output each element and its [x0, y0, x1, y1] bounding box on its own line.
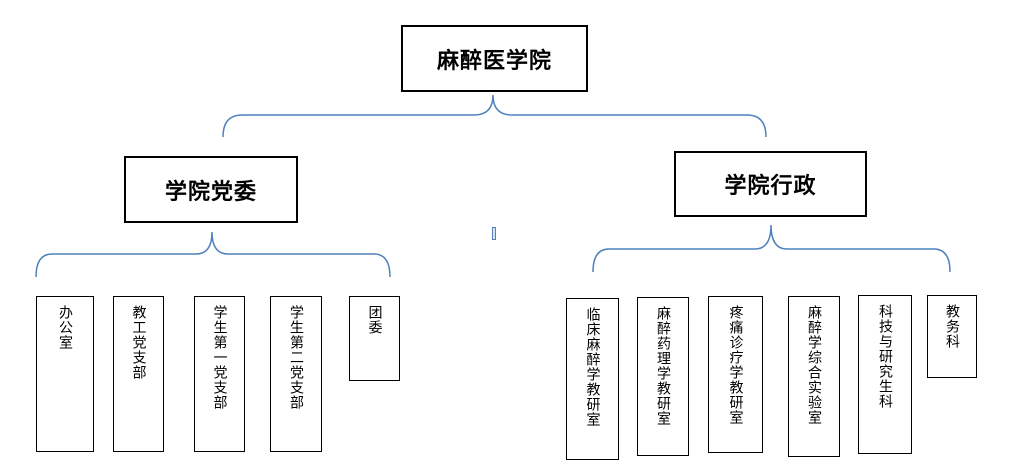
- unit-staff-party-branch: 教工党支部: [113, 296, 164, 452]
- unit-pain-medicine-dept: 疼痛诊疗学教研室: [708, 296, 763, 453]
- unit-label: 教务科: [944, 304, 960, 349]
- unit-label: 科技与研究生科: [877, 304, 893, 409]
- root-brace: [222, 94, 767, 138]
- unit-student-party-branch-1: 学生第一党支部: [194, 296, 245, 452]
- unit-label: 办公室: [57, 305, 73, 350]
- unit-label: 教工党支部: [130, 305, 147, 380]
- unit-label: 学生第二党支部: [288, 305, 304, 410]
- unit-label: 疼痛诊疗学教研室: [727, 305, 744, 425]
- administration-node: 学院行政: [674, 151, 867, 217]
- unit-academic-affairs-office: 教务科: [927, 295, 977, 378]
- unit-clinical-anesthesiology-dept: 临床麻醉学教研室: [566, 298, 619, 460]
- unit-label: 学生第一党支部: [211, 305, 228, 410]
- unit-research-graduate-office: 科技与研究生科: [858, 295, 912, 454]
- unit-youth-league: 团委: [349, 296, 400, 381]
- root-node: 麻醉医学院: [401, 25, 588, 92]
- unit-label: 麻醉药理学教研室: [655, 306, 671, 426]
- administration-brace: [592, 224, 951, 273]
- unit-label: 麻醉学综合实验室: [806, 305, 822, 425]
- unit-label: 临床麻醉学教研室: [584, 307, 601, 427]
- administration-label: 学院行政: [724, 174, 817, 199]
- party-committee-brace: [35, 231, 391, 278]
- root-node-label: 麻醉医学院: [436, 48, 552, 74]
- party-committee-label: 学院党委: [164, 179, 257, 205]
- unit-anesthesia-comprehensive-lab: 麻醉学综合实验室: [788, 296, 840, 457]
- unit-office: 办公室: [36, 296, 94, 452]
- party-committee-node: 学院党委: [124, 156, 298, 223]
- unit-label: 团委: [366, 305, 383, 335]
- unit-student-party-branch-2: 学生第二党支部: [270, 296, 322, 452]
- small-marker-icon: [492, 227, 496, 240]
- unit-anesthetic-pharmacology-dept: 麻醉药理学教研室: [637, 297, 689, 456]
